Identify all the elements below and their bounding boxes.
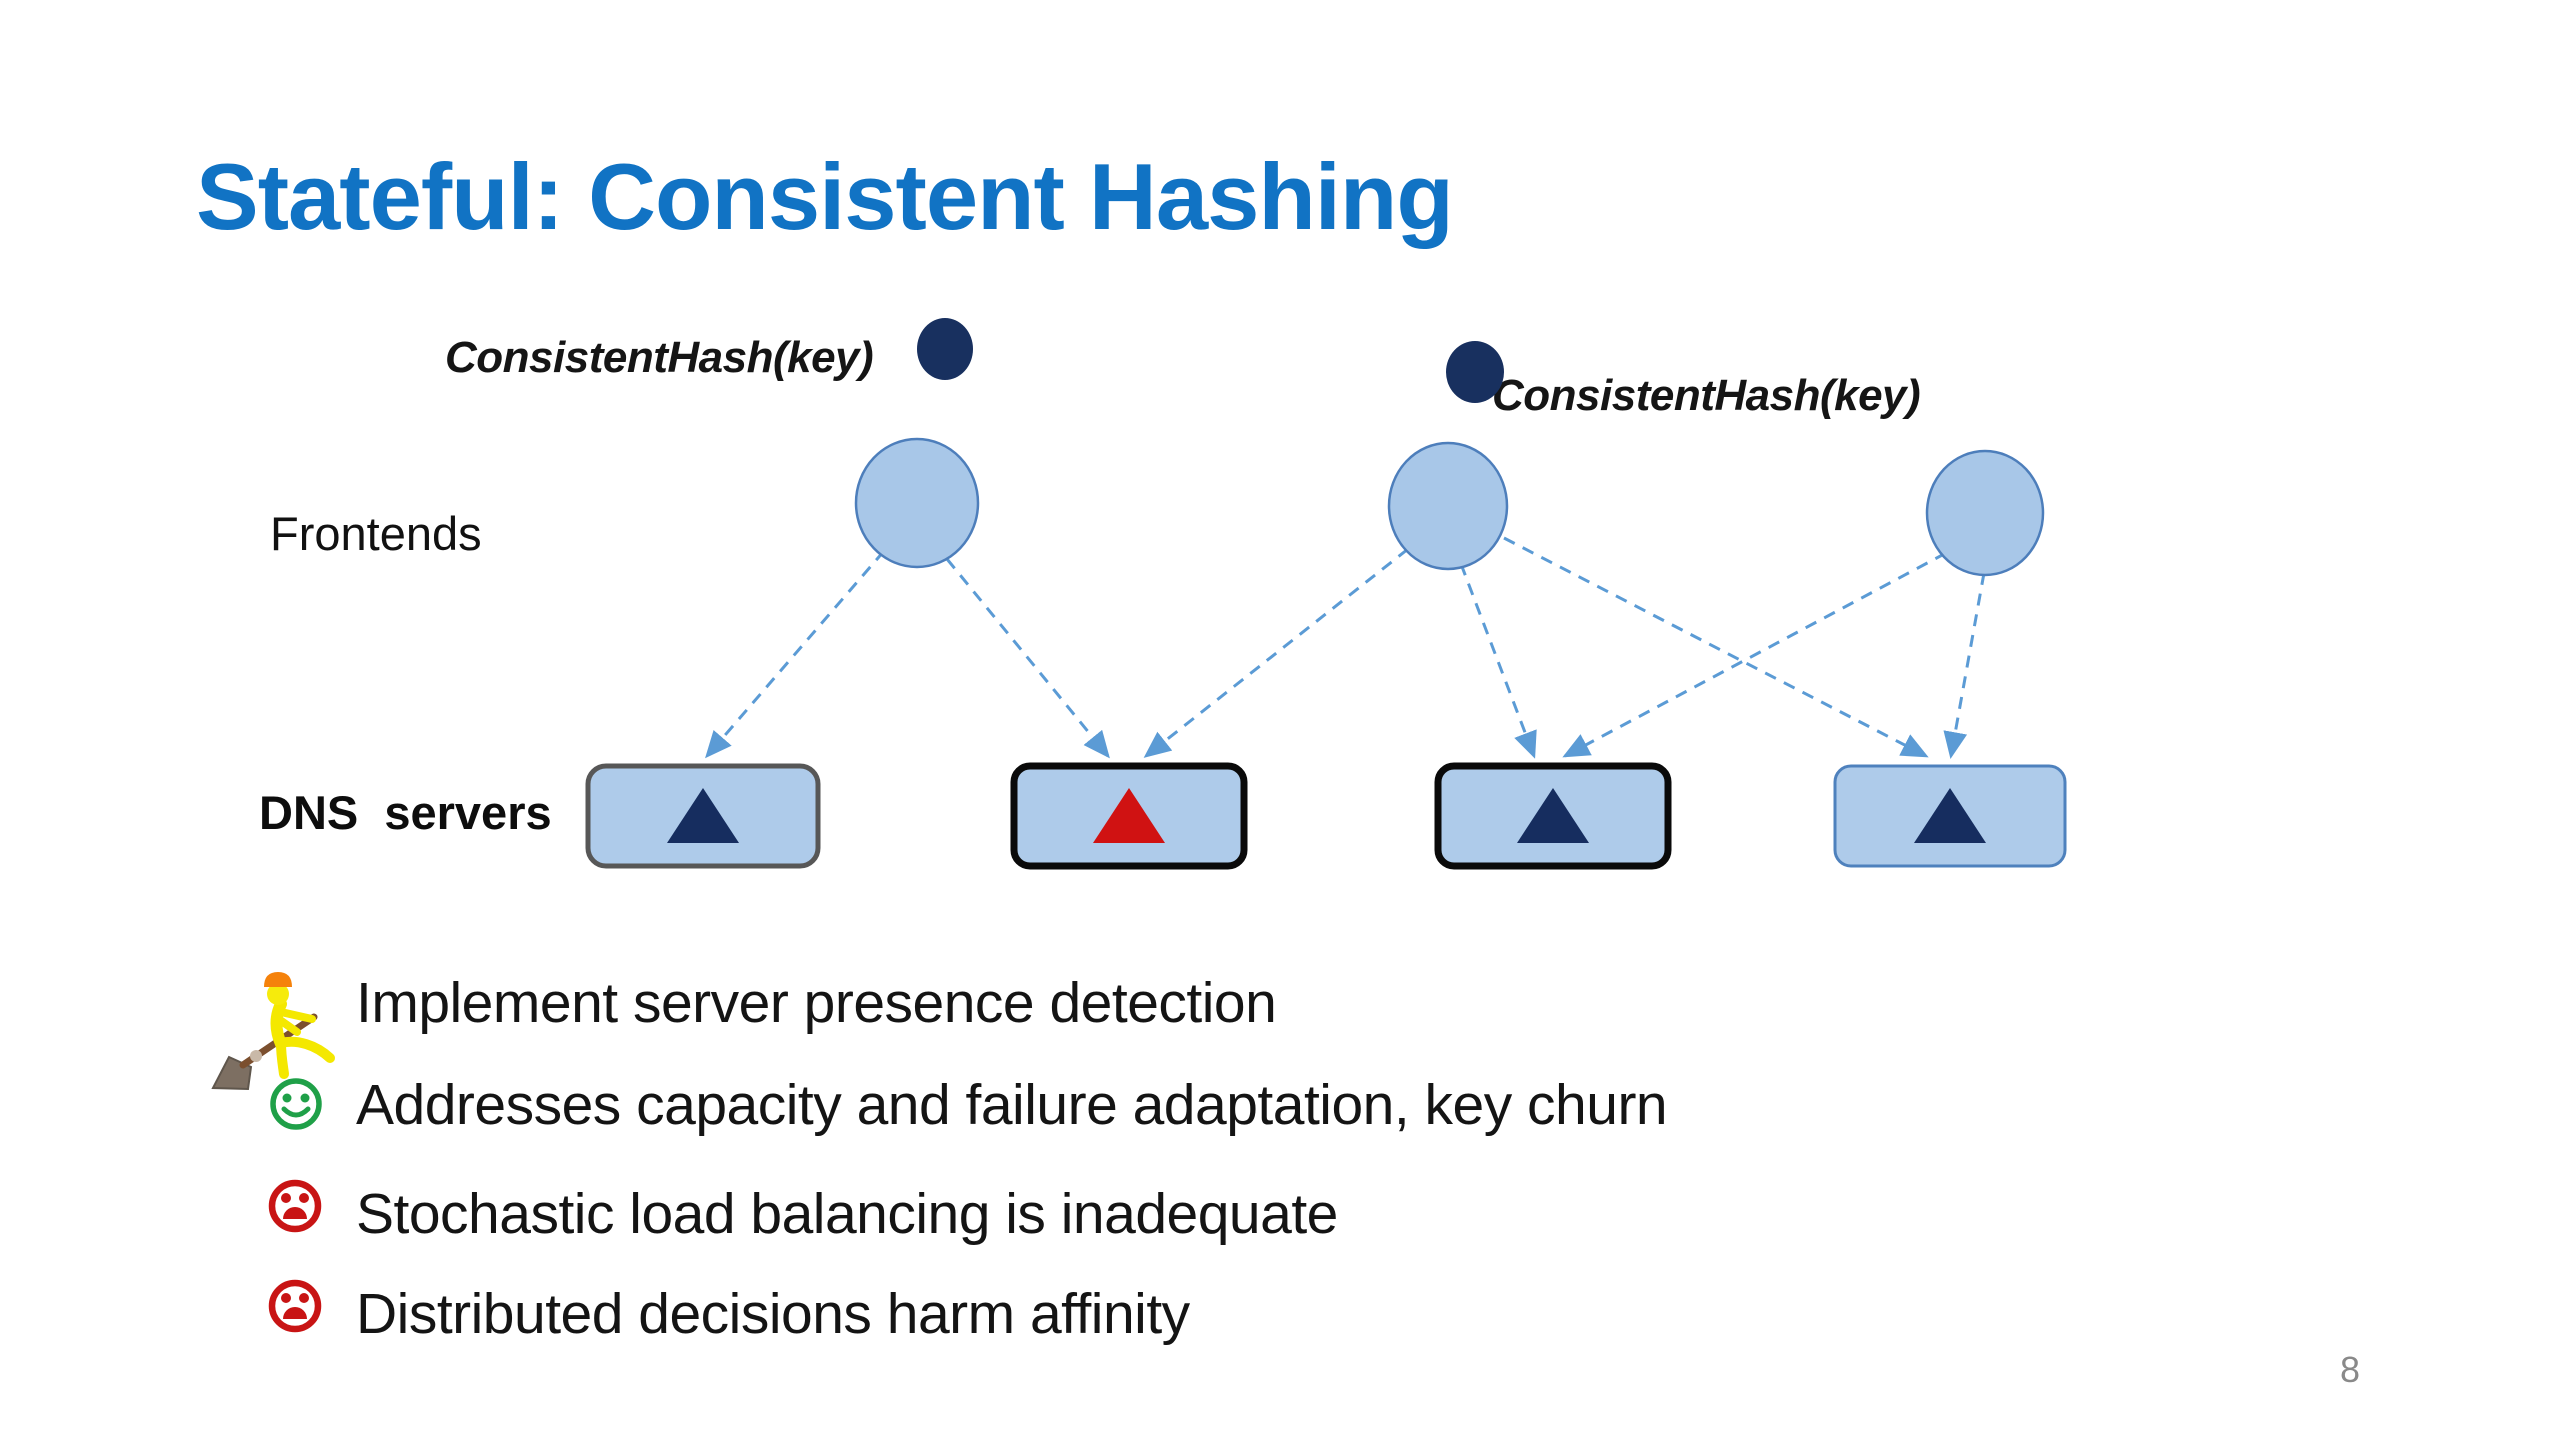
arrow-frontend2-dns2 [1143,547,1409,758]
bullet-implement-detection: Implement server presence detection [356,971,1277,1035]
server-triangle-navy-4 [1914,788,1986,843]
hash-key-dot-right [1446,341,1504,403]
hash-key-dot-left [917,318,973,380]
server-triangle-navy-3 [1517,788,1589,843]
server-triangle-navy-1 [667,788,739,843]
arrow-frontend1-dns2 [945,558,1110,759]
frontend-1 [854,437,980,569]
arrow-frontend1-dns1 [705,550,886,759]
request-arrows [705,536,1986,759]
frontend-2 [1387,441,1509,571]
frontends-label: Frontends [270,507,482,560]
dns-servers-label: DNS servers [259,786,552,839]
arrow-frontend3-dns4 [1943,572,1986,759]
consistent-hash-label-left: ConsistentHash(key) [445,333,874,382]
bullet-addresses-capacity: Addresses capacity and failure adaptatio… [356,1073,1668,1137]
arrow-frontend2-dns3 [1459,563,1537,759]
sad-face-icon [268,1279,322,1333]
frontend-3 [1925,449,2045,577]
construction-worker-icon [211,972,335,1091]
bullet-stochastic-load: Stochastic load balancing is inadequate [356,1182,1338,1246]
server-triangle-red [1093,788,1165,843]
smiley-face-icon [270,1078,322,1130]
arrow-frontend3-dns3 [1562,551,1947,758]
arrow-frontend2-dns4 [1503,536,1929,758]
page-number: 8 [2340,1349,2361,1390]
slide-title: Stateful: Consistent Hashing [196,144,1454,249]
bullet-distributed-decisions: Distributed decisions harm affinity [356,1282,1190,1346]
consistent-hash-label-right: ConsistentHash(key) [1492,371,1921,420]
sad-face-icon [268,1179,322,1233]
